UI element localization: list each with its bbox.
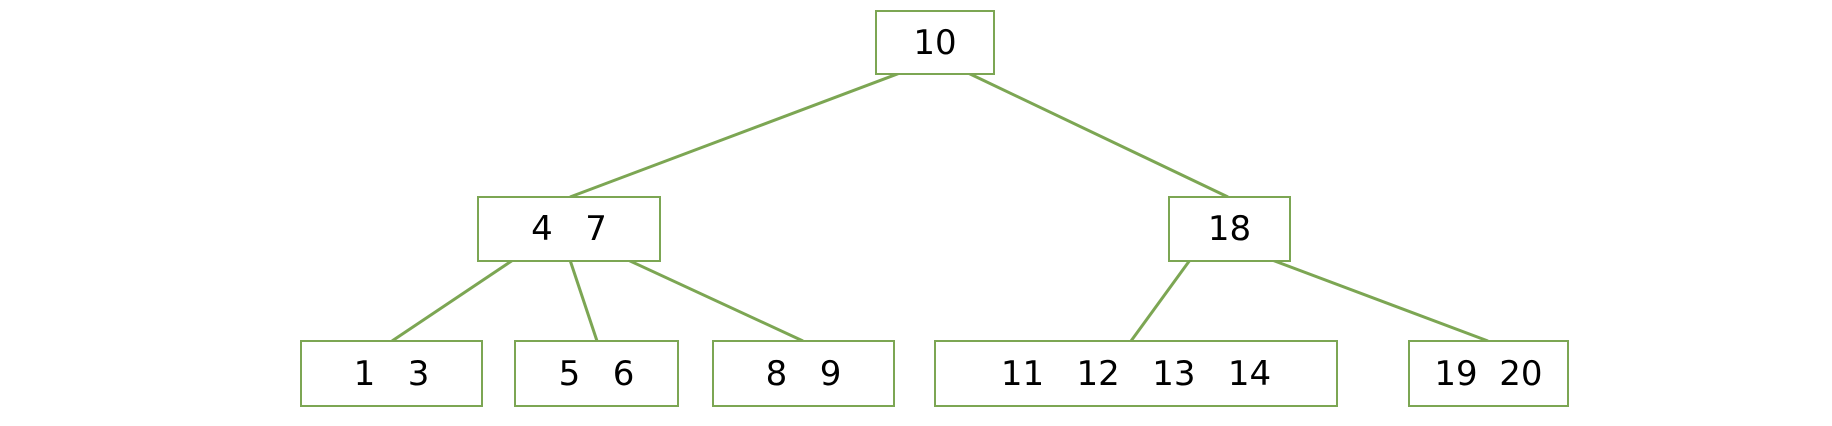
tree-edge <box>967 71 1229 199</box>
node-keys: 18 <box>1207 209 1252 249</box>
tree-edge <box>1129 259 1192 342</box>
tree-node-internal-right[interactable]: 18 <box>1168 196 1291 262</box>
tree-node-leaf-5[interactable]: 19 20 <box>1408 340 1569 407</box>
node-keys: 5 6 <box>558 353 635 394</box>
node-keys: 8 9 <box>765 353 842 394</box>
node-keys: 10 <box>913 22 957 63</box>
tree-node-leaf-2[interactable]: 5 6 <box>514 340 679 407</box>
node-keys: 11 12 13 14 <box>1000 353 1272 394</box>
tree-node-leaf-3[interactable]: 8 9 <box>712 340 895 407</box>
tree-edge <box>568 259 599 342</box>
tree-node-root[interactable]: 10 <box>875 10 995 75</box>
node-keys: 4 7 <box>531 209 607 249</box>
tree-edge <box>391 258 514 343</box>
tree-edge <box>1271 258 1489 343</box>
node-keys: 1 3 <box>353 353 430 394</box>
node-keys: 19 20 <box>1434 353 1543 394</box>
tree-node-leaf-4[interactable]: 11 12 13 14 <box>934 340 1338 407</box>
tree-edge <box>627 258 804 343</box>
tree-node-leaf-1[interactable]: 1 3 <box>300 340 483 407</box>
tree-edge <box>569 71 901 199</box>
tree-node-internal-left[interactable]: 4 7 <box>477 196 661 262</box>
